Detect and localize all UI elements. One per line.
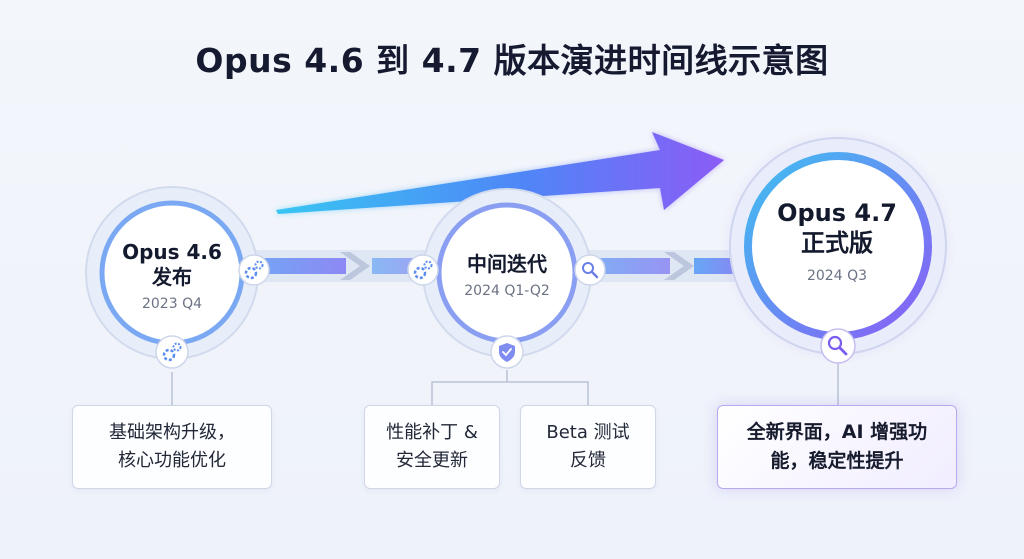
gear-icon [407,254,439,286]
node-title: Opus 4.6 [122,240,222,264]
connector-lines [171,362,839,405]
shield-check-icon [490,335,524,369]
node-opus-4-6-label: Opus 4.6 发布 2023 Q4 [97,240,247,312]
node-title: 发布 [152,265,192,289]
card-beta-feedback: Beta 测试 反馈 [520,405,656,489]
node-date: 2024 Q3 [806,268,867,284]
card-text: 基础架构升级， [109,422,235,444]
card-text: Beta 测试 [546,422,630,444]
progress-arrow [276,132,724,214]
node-opus-4-7-label: Opus 4.7 正式版 2024 Q3 [752,198,922,284]
search-icon [574,254,606,286]
card-opus-4-7-details: 全新界面，AI 增强功 能，稳定性提升 [717,405,957,489]
page-title: Opus 4.6 到 4.7 版本演进时间线示意图 [195,41,829,80]
card-text: 性能补丁 & [386,422,478,444]
node-intermediate-label: 中间迭代 2024 Q1-Q2 [432,252,582,299]
card-text: 核心功能优化 [118,450,226,471]
node-title: Opus 4.7 [777,199,897,227]
node-title: 中间迭代 [467,252,547,276]
card-opus-4-6-details: 基础架构升级， 核心功能优化 [72,405,272,489]
card-text: 安全更新 [395,450,468,471]
gear-icon [238,254,270,286]
node-opus-4-7 [720,128,956,364]
gear-icon [155,335,189,369]
node-date: 2023 Q4 [141,296,202,312]
card-text: 反馈 [569,450,606,471]
card-text: 能，稳定性提升 [770,450,904,472]
card-performance-patch: 性能补丁 & 安全更新 [364,405,500,489]
card-text: 全新界面，AI 增强功 [746,420,928,443]
search-icon [820,328,856,364]
node-opus-4-6 [85,186,259,360]
node-date: 2024 Q1-Q2 [464,283,550,299]
node-title: 正式版 [801,229,873,257]
